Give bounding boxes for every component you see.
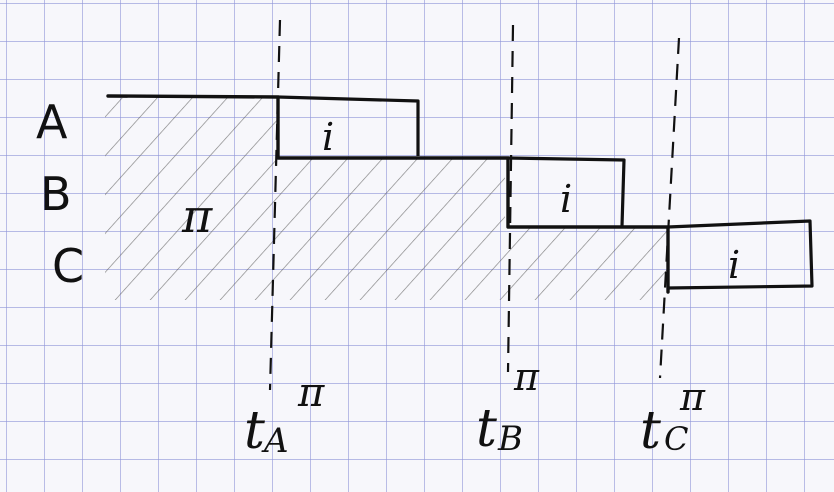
time-label-c: t C π [640, 375, 706, 461]
block-label-a: i [322, 115, 334, 159]
time-marker-b [506, 24, 515, 373]
time-marker-a [268, 19, 282, 391]
block-label-b: i [560, 177, 572, 221]
row-label-a: A [36, 95, 68, 149]
block-a-outline [277, 95, 420, 156]
time-label-b-sup: π [513, 355, 540, 399]
row-label-c: C [52, 239, 84, 293]
time-label-b: t B π [476, 355, 540, 459]
region-label-pi: π [181, 189, 213, 243]
time-label-b-base: t [476, 399, 497, 459]
time-label-c-sup: π [679, 375, 706, 419]
block-b-outline [507, 156, 626, 227]
block-c-outline [667, 219, 814, 290]
time-label-a-sup: π [297, 370, 325, 416]
row-label-b: B [40, 167, 72, 221]
time-label-b-sub: B [497, 419, 523, 459]
time-label-c-base: t [640, 401, 661, 461]
time-label-c-sub: C [664, 420, 688, 458]
time-marker-c [658, 37, 681, 379]
block-label-c: i [728, 243, 740, 287]
time-label-a-base: t [244, 401, 265, 461]
time-label-a-sub: A [261, 421, 289, 461]
time-label-a: t A π [244, 370, 325, 461]
